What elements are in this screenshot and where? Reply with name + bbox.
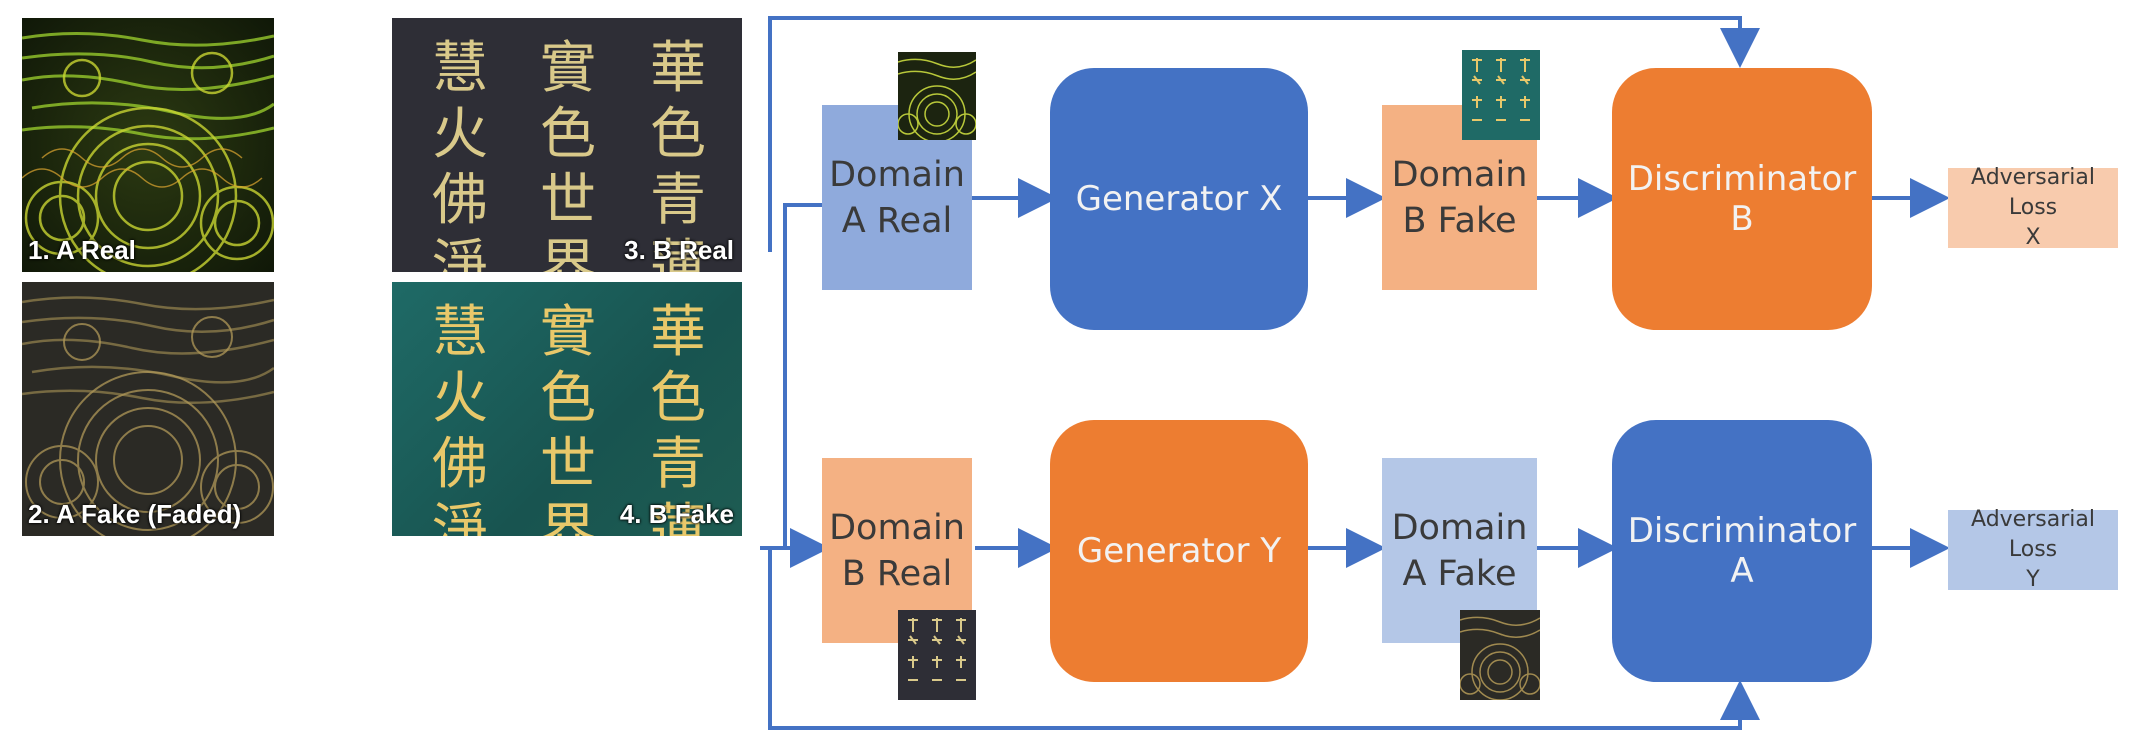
adversarial-loss-x-box: Adversarial Loss X [1948,165,2118,250]
calligraphy-glyph: 實 [540,300,596,365]
calligraphy-glyph: 火 [432,366,488,431]
panel-b-real: 慧火佛淨智 實色世界各 華色青蓮華 3. B Real [392,18,742,272]
calligraphy-glyph: 色 [540,366,596,431]
calligraphy-glyph: 慧 [432,36,488,101]
calligraphy-glyph: 色 [650,366,706,431]
calligraphy-column: 慧火佛淨智 [432,300,488,536]
calligraphy-column: 實色世界各 [540,36,596,272]
generator-y-box: Generator Y [1050,420,1308,682]
b-fake-caption: 4. B Fake [619,499,734,529]
calligraphy-glyph: 界 [540,498,596,536]
calligraphy-glyph: 世 [540,432,596,497]
calligraphy-glyph: 佛 [432,432,488,497]
a-real-caption: 1. A Real [28,235,136,265]
discriminator-b-box: Discriminator B [1612,68,1872,330]
b-real-calligraphy: 慧火佛淨智 實色世界各 華色青蓮華 [392,18,742,272]
calligraphy-glyph: 世 [540,168,596,233]
calligraphy-column: 實色世界各 [540,300,596,536]
calligraphy-column: 華色青蓮華 [650,300,706,536]
a-real-texture [22,18,274,272]
calligraphy-column: 慧火佛淨智 [432,36,488,272]
calligraphy-glyph: 蓮 [650,234,706,272]
domain-b-fake-box: Domain B Fake [1382,105,1537,290]
generator-x-box: Generator X [1050,68,1308,330]
thumbnail-a-fake-image [1460,616,1540,700]
thumbnail-b-fake-image [1472,58,1530,121]
calligraphy-glyph: 華 [650,36,706,101]
thumbnail-b-fake [1462,50,1540,140]
calligraphy-glyph: 實 [540,36,596,101]
thumbnail-b-real-image [908,618,966,681]
panel-b-fake: 慧火佛淨智 實色世界各 華色青蓮華 4. B Fake [392,282,742,536]
calligraphy-glyph: 佛 [432,168,488,233]
calligraphy-glyph: 界 [540,234,596,272]
discriminator-a-box: Discriminator A [1612,420,1872,682]
calligraphy-column: 華色青蓮華 [650,36,706,272]
calligraphy-glyph: 華 [650,300,706,365]
calligraphy-glyph: 慧 [432,300,488,365]
thumbnail-a-fake [1460,610,1540,700]
thumbnail-a-real-image [898,58,976,140]
adversarial-loss-y-box: Adversarial Loss Y [1948,507,2118,592]
a-fake-texture [22,282,274,536]
calligraphy-glyph: 淨 [432,234,488,272]
calligraphy-glyph: 蓮 [650,498,706,536]
thumbnail-b-real [898,610,976,700]
b-fake-calligraphy: 慧火佛淨智 實色世界各 華色青蓮華 [392,282,742,536]
b-real-caption: 3. B Real [624,235,734,265]
thumbnail-a-real [898,52,976,140]
calligraphy-glyph: 青 [650,168,706,233]
a-fake-caption: 2. A Fake (Faded) [28,499,242,529]
panel-a-fake: 2. A Fake (Faded) [22,282,274,536]
calligraphy-glyph: 青 [650,432,706,497]
calligraphy-glyph: 色 [650,102,706,167]
calligraphy-glyph: 淨 [432,498,488,536]
calligraphy-glyph: 火 [432,102,488,167]
calligraphy-glyph: 色 [540,102,596,167]
panel-a-real: 1. A Real [22,18,274,272]
